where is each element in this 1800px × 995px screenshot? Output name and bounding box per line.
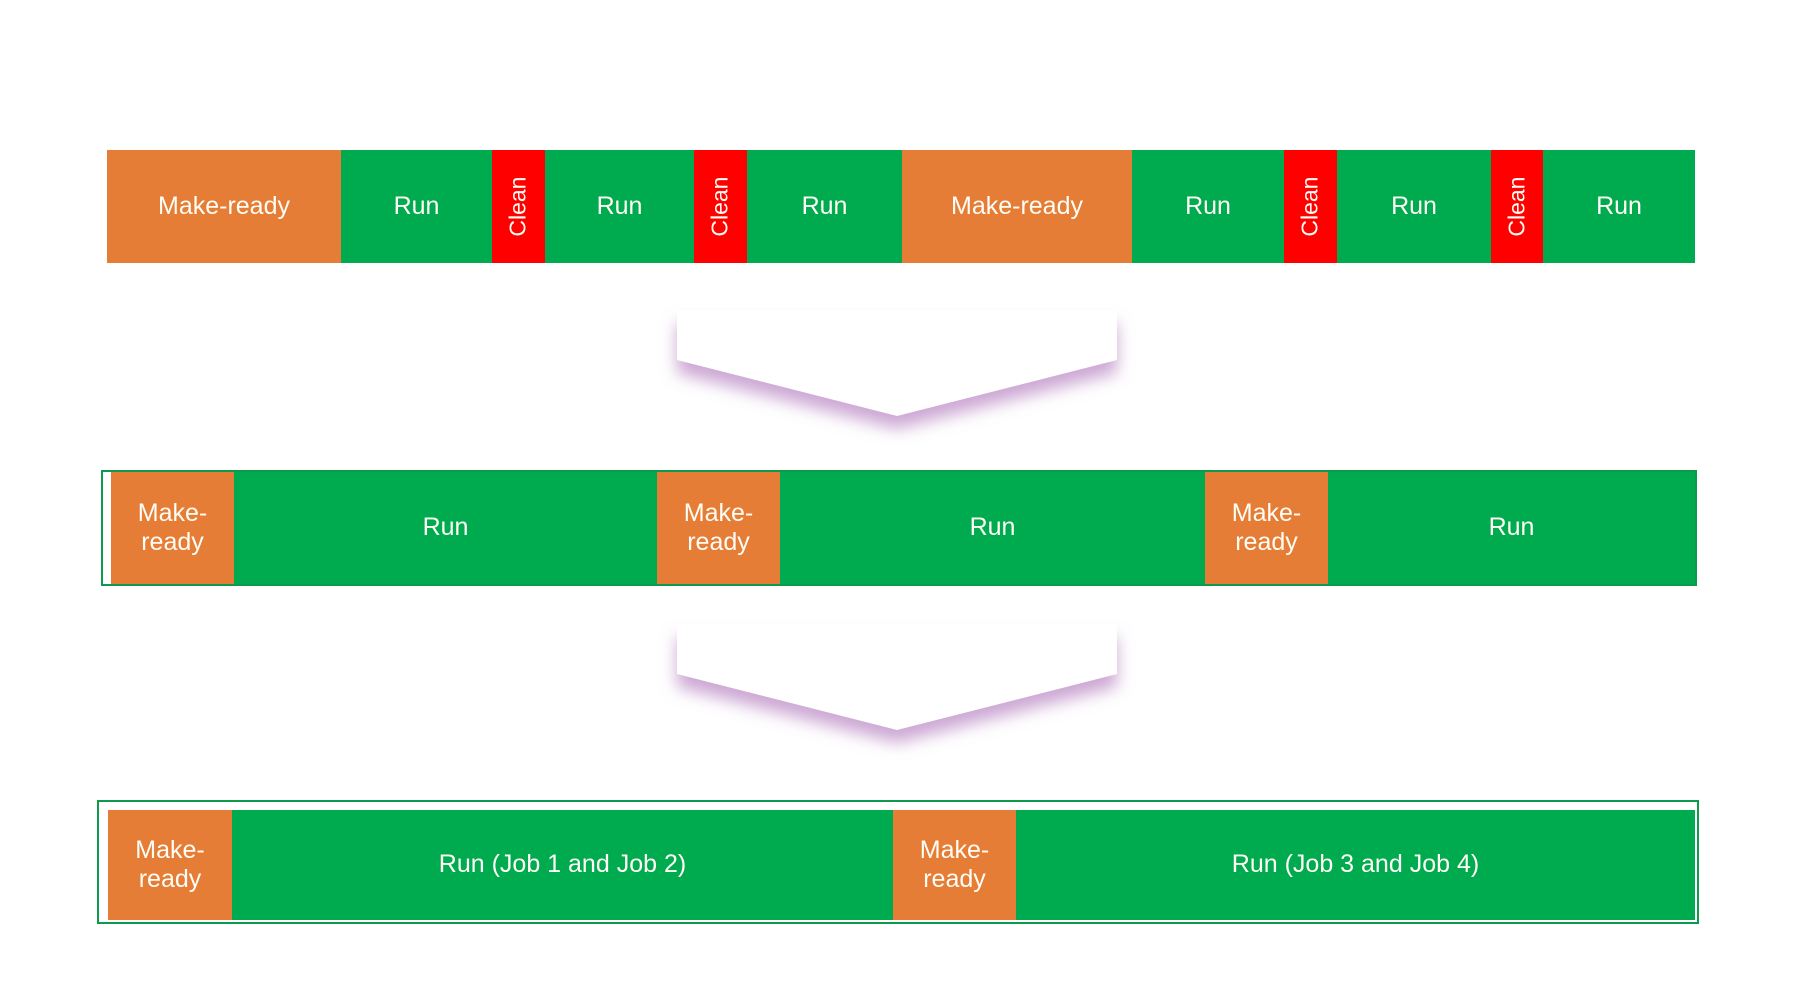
timeline-original-schedule-segment-run: Run (1543, 150, 1695, 263)
timeline-jobs-combined-segment-run: Run (Job 3 and Job 4) (1016, 810, 1695, 920)
chevron-down-icon (677, 624, 1117, 730)
segment-label: Make-ready (683, 498, 754, 557)
transition-arrow-1 (677, 310, 1117, 430)
timeline-original-schedule-segment-clean: Clean (1284, 150, 1337, 263)
segment-label: Clean (504, 176, 531, 237)
timeline-jobs-combined-segment-make-ready: Make-ready (108, 810, 232, 920)
timeline-original-schedule-segment-clean: Clean (492, 150, 545, 263)
segment-label: Run (Job 3 and Job 4) (1231, 850, 1480, 879)
timeline-jobs-combined-segment-run: Run (Job 1 and Job 2) (232, 810, 893, 920)
segment-label: Make-ready (1231, 498, 1302, 557)
segment-label: Run (422, 513, 469, 542)
timeline-original-schedule-segment-clean: Clean (1491, 150, 1543, 263)
timeline-original-schedule-segment-run: Run (341, 150, 492, 263)
transition-arrow-2 (677, 624, 1117, 744)
timeline-jobs-combined-segment-make-ready: Make-ready (893, 810, 1016, 920)
segment-label: Clean (1296, 176, 1323, 237)
timeline-original-schedule-segment-make-ready: Make-ready (902, 150, 1132, 263)
timeline-bar-jobs-combined: Make-ready Run (Job 1 and Job 2) Make-read… (108, 810, 1695, 920)
timeline-bar-original-schedule: Make-ready Run Clean Run Clean Run Make-ready R… (107, 150, 1695, 263)
chevron-down-icon (677, 310, 1117, 416)
segment-label: Run (Job 1 and Job 2) (438, 850, 687, 879)
timeline-original-schedule-segment-run: Run (545, 150, 694, 263)
segment-label: Run (393, 191, 440, 220)
timeline-bar-3-outline (97, 800, 1699, 924)
timeline-cleans-eliminated-segment-make-ready: Make-ready (111, 472, 234, 584)
segment-label: Make-ready (137, 498, 208, 557)
timeline-original-schedule-segment-run: Run (747, 150, 902, 263)
segment-label: Run (1391, 191, 1437, 220)
timeline-cleans-eliminated-segment-run: Run (780, 472, 1205, 584)
segment-label: Make-ready (919, 835, 990, 894)
segment-label: Run (1596, 191, 1642, 220)
timeline-original-schedule-segment-run: Run (1337, 150, 1491, 263)
segment-label: Run (969, 513, 1016, 542)
timeline-cleans-eliminated-segment-run: Run (1328, 472, 1695, 584)
timeline-bar-cleans-eliminated: Make-ready Run Make-ready Run Make-ready Run (111, 472, 1695, 584)
timeline-cleans-eliminated-segment-make-ready: Make-ready (657, 472, 780, 584)
segment-label: Run (801, 191, 848, 220)
timeline-original-schedule-segment-run: Run (1132, 150, 1284, 263)
timeline-original-schedule-segment-clean: Clean (694, 150, 747, 263)
timeline-original-schedule-segment-make-ready: Make-ready (107, 150, 341, 263)
segment-label: Make-ready (158, 191, 290, 220)
segment-label: Clean (1503, 176, 1530, 237)
timeline-cleans-eliminated-segment-make-ready: Make-ready (1205, 472, 1328, 584)
segment-label: Run (1185, 191, 1231, 220)
segment-label: Run (596, 191, 643, 220)
segment-label: Make-ready (951, 191, 1083, 220)
timeline-bar-2-outline (101, 470, 1697, 586)
segment-label: Clean (706, 176, 733, 237)
segment-label: Run (1488, 513, 1535, 542)
segment-label: Make-ready (135, 835, 205, 894)
timeline-cleans-eliminated-segment-run: Run (234, 472, 657, 584)
